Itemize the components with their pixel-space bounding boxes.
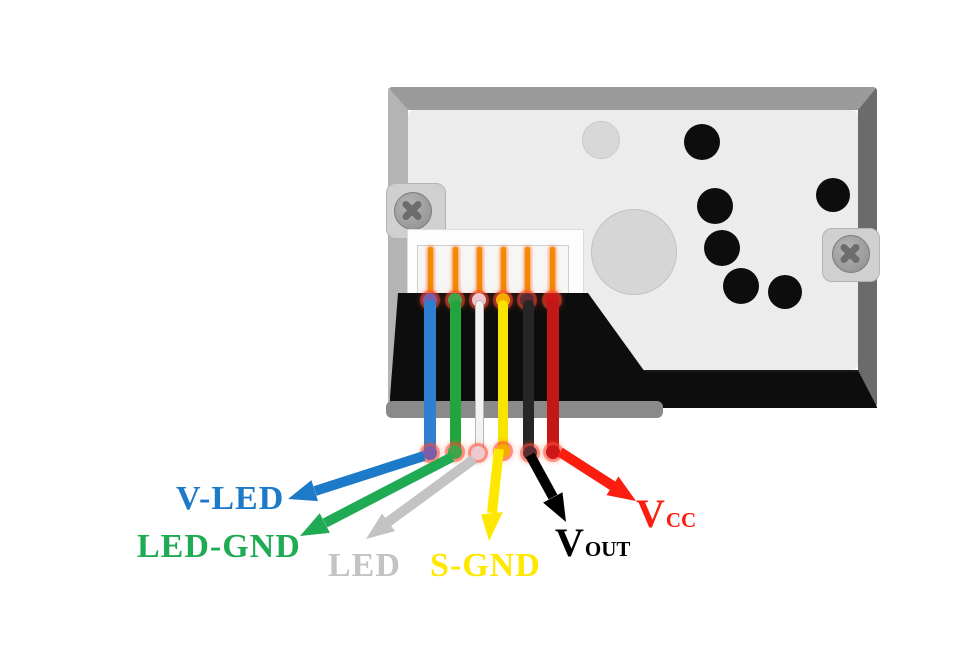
connector-pin-1 [428, 247, 433, 299]
connector-pin-2 [453, 247, 458, 299]
pin-label-led-gnd: LED-GND [137, 528, 301, 565]
wire-end-led-gnd [448, 445, 462, 459]
sensor-hole-dot [697, 188, 733, 224]
wire-green [450, 300, 461, 453]
wire-blue [424, 300, 436, 453]
pin-label-led: LED [328, 547, 401, 584]
sensor-hole-dot [816, 178, 850, 212]
connector-pin-4 [501, 247, 506, 299]
arrow-led-gnd [300, 452, 455, 536]
connector-pin-5 [525, 247, 530, 299]
pin-label-v-cc: VCC [636, 491, 697, 536]
sensor-vent-circle-small [582, 121, 620, 159]
wire-black [523, 300, 534, 453]
wire-end-led [471, 446, 485, 460]
arrow-v-led [288, 451, 426, 502]
pin-label-s-gnd: S-GND [430, 547, 541, 584]
arrow-v-out [525, 452, 566, 522]
arrow-led [366, 454, 477, 539]
pin-label-v-led: V-LED [176, 480, 285, 517]
phillips-screw-right-icon [832, 235, 870, 273]
wire-end-v-cc [546, 445, 560, 459]
pin-label-v-out: VOUT [555, 520, 631, 565]
arrow-v-cc [557, 447, 636, 501]
arrow-s-gnd [481, 448, 504, 541]
connector-pin-3 [477, 247, 482, 299]
connector-pin-6 [550, 247, 555, 299]
sensor-hole-dot [768, 275, 802, 309]
sensor-hole-dot [723, 268, 759, 304]
wire-red [547, 300, 559, 453]
wire-yellow [498, 300, 508, 453]
wire-end-v-led [423, 446, 437, 460]
sensor-vent-circle-large [591, 209, 677, 295]
sensor-hole-dot [704, 230, 740, 266]
sensor-hole-dot [684, 124, 720, 160]
